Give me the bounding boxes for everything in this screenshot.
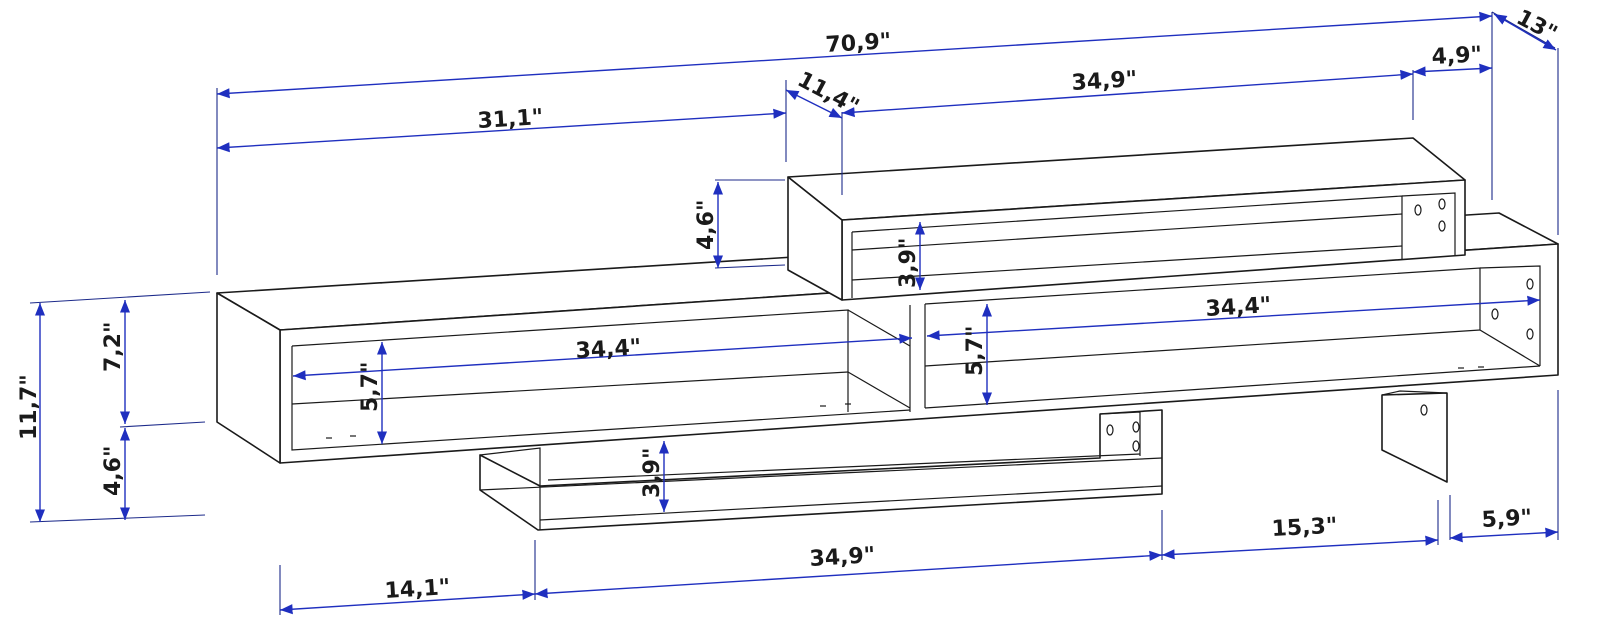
label-left-opening-height: 5,7" xyxy=(358,362,383,412)
dim-line-offset-top xyxy=(785,89,843,119)
label-leg-offset: 5,9" xyxy=(1481,505,1533,533)
label-right-opening-width: 34,4" xyxy=(1205,293,1272,322)
label-right-opening-height: 5,7" xyxy=(963,326,988,376)
dim-line-left-unit xyxy=(216,108,787,153)
label-main-height: 7,2" xyxy=(101,322,126,372)
dimension-lines xyxy=(34,11,1559,615)
dim-line-bottom-gap xyxy=(1161,535,1439,560)
dim-line-depth xyxy=(1493,13,1557,51)
label-left-unit: 31,1" xyxy=(477,105,544,134)
dim-line-left-opening-width xyxy=(292,333,913,381)
dim-line-right-opening-width xyxy=(926,295,1541,341)
dim-line-bottom-left xyxy=(279,589,536,615)
dim-line-top-shelf xyxy=(841,69,1414,118)
label-top-riser: 4,6" xyxy=(694,200,719,250)
label-left-opening-width: 34,4" xyxy=(575,335,642,364)
label-lower-opening: 3,9" xyxy=(640,448,665,498)
dim-line-overall-width xyxy=(216,11,1493,99)
label-top-opening: 3,9" xyxy=(896,238,921,288)
dim-line-leg-offset xyxy=(1449,527,1559,543)
dim-line-overhang xyxy=(1412,63,1493,77)
label-base-height: 4,6" xyxy=(101,446,126,496)
label-overall-width: 70,9" xyxy=(825,29,892,58)
right-leg xyxy=(1381,390,1448,483)
label-overhang: 4,9" xyxy=(1431,42,1483,70)
label-bottom-shelf: 34,9" xyxy=(809,543,876,572)
upper-shelf xyxy=(787,137,1466,301)
dim-line-bottom-shelf xyxy=(534,550,1163,599)
label-offset-top: 11,4" xyxy=(793,67,863,120)
label-bottom-gap: 15,3" xyxy=(1271,514,1338,542)
lower-shelf xyxy=(479,409,1163,531)
label-depth: 13" xyxy=(1512,5,1561,47)
label-total-height: 11,7" xyxy=(17,374,42,440)
label-top-shelf: 34,9" xyxy=(1071,67,1138,96)
furniture-drawing xyxy=(216,137,1559,531)
label-bottom-left: 14,1" xyxy=(384,575,451,604)
